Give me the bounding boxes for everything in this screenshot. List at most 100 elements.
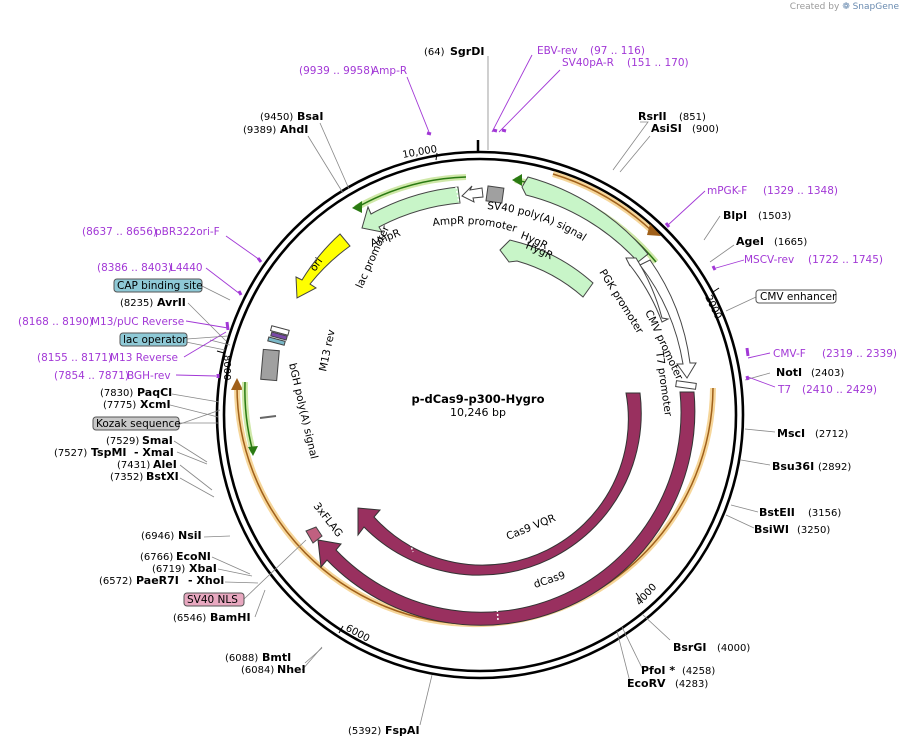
svg-text:EcoRV: EcoRV [627,677,666,690]
svg-text:(7854 .. 7871): (7854 .. 7871) [54,370,129,382]
feature-lac-promoter: lac promoter [267,223,392,346]
site-avrii: (8235)AvrII [120,296,186,309]
svg-text:(3156): (3156) [808,508,841,519]
site-blpi: BlpI(1503) [723,209,791,222]
site-paqci: (7830) PaqCI [100,386,172,399]
svg-text:(9939 .. 9958): (9939 .. 9958) [299,65,374,77]
svg-text:(64): (64) [424,47,445,58]
svg-text:XbaI: XbaI [189,562,217,575]
primer-mscv-rev: MSCV-rev (1722 .. 1745) [744,254,883,266]
primer-pbr322ori-f: (8637 .. 8656)pBR322ori-F [82,226,220,238]
svg-text:(3250): (3250) [797,525,830,536]
svg-text:BstEII: BstEII [759,506,795,519]
svg-text:AgeI: AgeI [736,235,764,248]
site-agei: AgeI(1665) [736,235,807,248]
site-xbai: (6719) XbaI [152,562,217,575]
site-bsu36i: Bsu36I (2892) [772,460,851,473]
svg-text:L4440: L4440 [170,262,203,274]
svg-text:(1503): (1503) [758,211,791,222]
svg-text:(1329 .. 1348): (1329 .. 1348) [763,185,838,197]
primer-t7: T7(2410 .. 2429) [777,384,877,396]
svg-text:EBV-rev: EBV-rev [537,45,578,57]
svg-text:(2892): (2892) [818,462,851,473]
svg-text:BamHI: BamHI [210,611,251,624]
sv40-nls-label: SV40 NLS [187,594,238,606]
svg-text:(4258): (4258) [682,666,715,677]
feature-m13-rev: M13 rev [317,329,338,373]
cmv-enhancer-label: CMV enhancer [760,291,837,303]
primer-mpgk-f: mPGK-F(1329 .. 1348) [707,185,838,197]
svg-text:BsrGI: BsrGI [673,641,706,654]
cap-binding-site-label: CAP binding site [117,280,203,292]
svg-text:BGH-rev: BGH-rev [127,370,171,382]
site-econi: (6766)EcoNI [140,550,211,563]
svg-text:(900): (900) [692,124,719,135]
svg-text:(6084): (6084) [241,665,274,676]
svg-text:bGH poly(A) signal: bGH poly(A) signal [286,362,320,460]
svg-text:(1722 .. 1745): (1722 .. 1745) [808,254,883,266]
primer-m13-reverse: (8155 .. 8171)M13 Reverse [37,352,178,364]
svg-text:(7775): (7775) [103,400,136,411]
site-nhei: (6084)NheI [241,663,306,676]
site-xcmi: (7775) XcmI [103,398,171,411]
feature-hygr-inner: HygR [499,239,594,298]
svg-text:PaqCI: PaqCI [137,386,172,399]
svg-text:(7830): (7830) [100,388,133,399]
site-pfoi: PfoI *(4258) [641,664,715,677]
svg-text:(8155 .. 8171): (8155 .. 8171) [37,352,112,364]
site-bamhi: (6546)BamHI [173,611,251,624]
snapgene-watermark: Created by ❁ SnapGene [789,2,899,12]
primer-sv40pa-r: SV40pA-R(151 .. 170) [562,57,689,69]
svg-text:M13/pUC Reverse: M13/pUC Reverse [91,316,184,328]
svg-text:MscI: MscI [777,427,805,440]
svg-text:NheI: NheI [277,663,306,676]
svg-text:Bsu36I: Bsu36I [772,460,814,473]
svg-text:(4000): (4000) [717,643,750,654]
site-bsai: (9450) BsaI [260,110,323,123]
site-bsrgi: BsrGI (4000) [673,641,750,654]
svg-text:(8235): (8235) [120,298,153,309]
site-msci: MscI(2712) [777,427,848,440]
site-noti: NotI(2403) [776,366,844,379]
primer-cmv-f: CMV-F(2319 .. 2339) [773,348,897,360]
site-bstxi: (7352)BstXI [110,470,179,483]
site-alei: (7431)AleI [117,458,177,471]
svg-text:FspAI: FspAI [385,724,420,737]
svg-text:dCas9: dCas9 [532,569,567,590]
svg-text:(2410 .. 2429): (2410 .. 2429) [802,384,877,396]
plasmid-title: p-dCas9-p300-Hygro 10,246 bp [412,392,545,419]
svg-text:(6719): (6719) [152,564,185,575]
svg-text:NsiI: NsiI [178,529,202,542]
site-rsrii: RsrII(851) [638,110,706,123]
svg-text:BsaI: BsaI [297,110,323,123]
svg-text:(151 .. 170): (151 .. 170) [627,57,689,69]
primer-m13-puc-reverse: (8168 .. 8190)M13/pUC Reverse [18,316,184,328]
svg-text:(9450): (9450) [260,112,293,123]
primer-labels: EBV-rev(97 .. 116) SV40pA-R(151 .. 170) … [18,45,897,396]
svg-text:Cas9 VQR: Cas9 VQR [505,512,558,543]
svg-text:BsiWI: BsiWI [754,523,789,536]
svg-text:(6766): (6766) [140,552,173,563]
site-bsteii: BstEII (3156) [759,506,841,519]
svg-text:MSCV-rev: MSCV-rev [744,254,794,266]
svg-text:(6572): (6572) [99,576,132,587]
svg-text:NotI: NotI [776,366,802,379]
svg-text:AsiSI: AsiSI [651,122,682,135]
svg-text:XcmI: XcmI [140,398,171,411]
svg-text:(7431): (7431) [117,460,150,471]
boxed-feature-labels: CMV enhancer CAP binding site lac operat… [92,278,837,607]
svg-text:M13 Reverse: M13 Reverse [110,352,178,364]
feature-bgh-polya-signal: bGH poly(A) signal [259,348,320,460]
feature-cas9-vqr: Cas9 VQR [357,392,642,576]
svg-text:(9389): (9389) [243,125,276,136]
svg-text:(2319 .. 2339): (2319 .. 2339) [822,348,897,360]
feature-cmv-promoter: CMV promoter [639,259,697,382]
primer-l4440: (8386 .. 8403)L4440 [97,262,203,274]
site-paer7i: (6572)PaeR7I- XhoI [99,574,224,587]
site-ahdi: (9389)AhdI [243,123,308,136]
svg-text:- XhoI: - XhoI [188,574,224,587]
svg-text:(851): (851) [679,112,706,123]
site-tspmi: (7527)TspMI- XmaI [54,446,174,459]
primer-bgh-rev: (7854 .. 7871)BGH-rev [54,370,171,382]
site-ecorv: EcoRV(4283) [627,677,708,690]
